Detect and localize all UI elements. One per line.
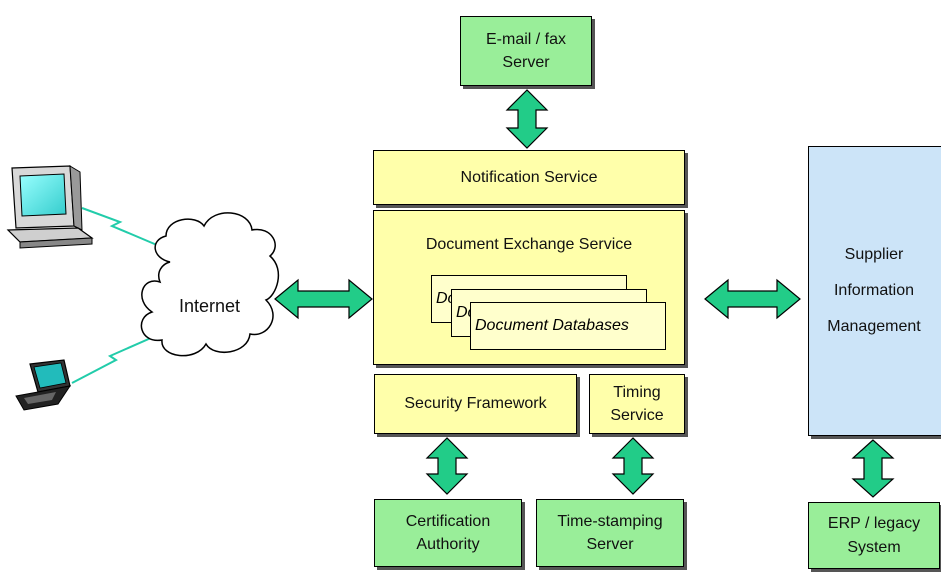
supplier-information-management-box: Supplier Information Management [808, 146, 941, 436]
timing-service-label: Timing Service [610, 383, 664, 424]
security-certification-arrow [425, 437, 469, 495]
timestamping-server-box: Time-stamping Server [536, 499, 684, 567]
certification-authority-box: Certification Authority [374, 499, 522, 567]
desktop-link-bolt [81, 207, 165, 249]
security-framework-label: Security Framework [404, 395, 547, 413]
exchange-supplier-arrow [704, 278, 801, 320]
timestamping-server-label: Time-stamping Server [557, 512, 663, 553]
security-framework-box: Security Framework [374, 374, 577, 434]
erp-legacy-system-label: ERP / legacy System [827, 515, 921, 556]
document-databases-sheet: Document Databases [470, 302, 666, 350]
certification-authority-label: Certification Authority [405, 512, 491, 553]
notification-service-box: Notification Service [373, 150, 685, 205]
erp-legacy-system-box: ERP / legacy System [808, 502, 940, 569]
internet-exchange-arrow [274, 278, 373, 320]
email-fax-server-box: E-mail / fax Server [460, 16, 592, 86]
document-exchange-service-label: Document Exchange Service [425, 236, 633, 253]
notification-service-label: Notification Service [460, 168, 598, 186]
supplier-erp-arrow [851, 439, 895, 498]
timing-service-box: Timing Service [589, 374, 685, 434]
supplier-information-management-label: Supplier Information Management [827, 246, 921, 335]
laptop-link-bolt [71, 333, 161, 384]
timing-timestamping-arrow [611, 437, 655, 495]
email-fax-server-label: E-mail / fax Server [485, 30, 566, 71]
laptop-computer-icon [15, 359, 72, 411]
email-notification-arrow [505, 89, 549, 149]
internet-cloud [140, 212, 280, 357]
desktop-computer-icon [6, 165, 94, 249]
internet-label: Internet [179, 296, 241, 316]
